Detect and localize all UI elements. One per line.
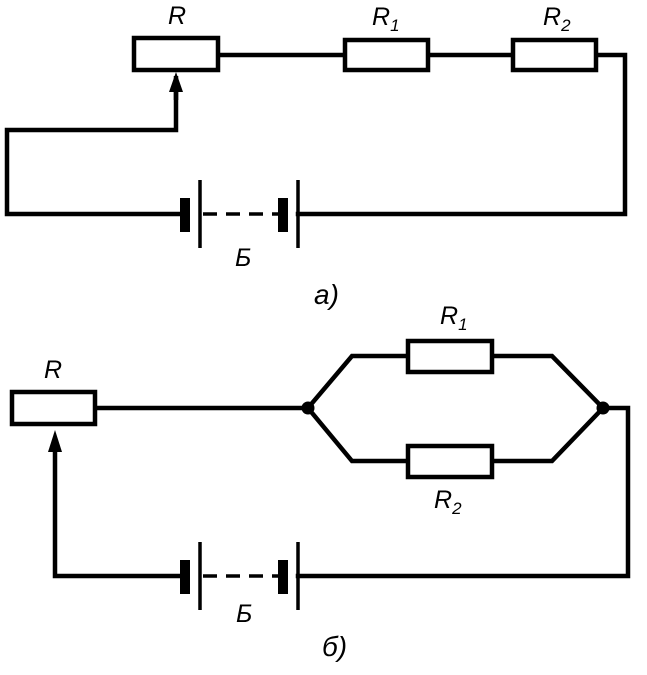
battery-b-label: Б: [236, 600, 252, 628]
wire-a-left: [4, 83, 188, 217]
wire-b-lower-branch: [304, 404, 607, 464]
rheostat-b-label: R: [44, 356, 62, 384]
resistor-a-r2-label: R2: [543, 3, 571, 35]
diagram-a-series-circuit: R R1 R2 Б а): [4, 2, 628, 310]
battery-a-label: Б: [235, 244, 251, 272]
battery-a: [180, 180, 300, 248]
wire-b-upper-branch: [304, 353, 607, 412]
wire-b-return: [295, 405, 631, 579]
resistor-a-r1-label: R1: [372, 3, 400, 35]
wire-a-top: [215, 52, 628, 217]
resistor-a-r1: [342, 37, 431, 73]
resistor-b-r1: [405, 338, 495, 375]
rheostat-a-arrowhead: [169, 72, 183, 92]
junction-node-right: [596, 401, 610, 415]
rheostat-b-arrowhead: [48, 430, 62, 452]
resistor-b-r2-label: R2: [434, 486, 462, 518]
diagram-b-caption: б): [322, 631, 347, 662]
junction-node-left: [301, 401, 315, 415]
resistor-b-r2: [405, 443, 495, 480]
resistor-a-r2: [510, 37, 599, 73]
diagram-a-caption: а): [314, 279, 339, 310]
diagram-b-parallel-circuit: R R1 R2 Б б): [9, 302, 631, 662]
rheostat-b: [9, 389, 98, 427]
rheostat-a: [131, 35, 221, 73]
battery-b: [180, 542, 300, 610]
rheostat-a-label: R: [168, 2, 186, 30]
wire-b-left: [52, 437, 188, 579]
resistor-b-r1-label: R1: [440, 302, 468, 334]
